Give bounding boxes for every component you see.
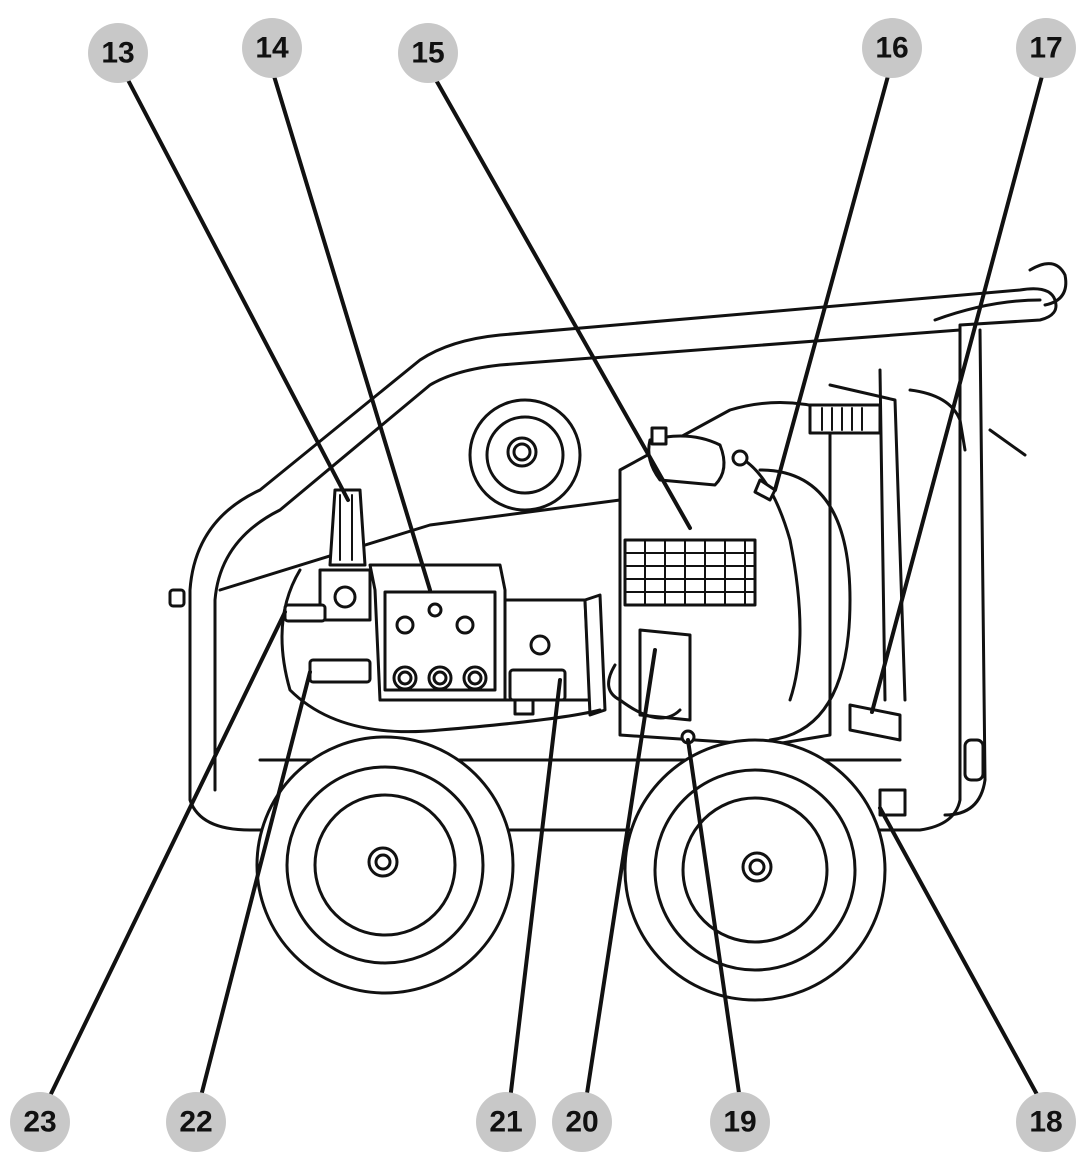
leader-21 — [508, 678, 562, 1102]
leader-14 — [272, 74, 432, 592]
callout-22-label: 22 — [179, 1106, 212, 1139]
leader-22 — [198, 670, 312, 1102]
hose-reel — [468, 398, 582, 512]
callout-20: 20 — [552, 1092, 612, 1152]
callout-13: 13 — [88, 23, 148, 83]
callout-23: 23 — [10, 1092, 70, 1152]
leader-15 — [434, 78, 692, 530]
callout-19-label: 19 — [723, 1106, 756, 1139]
boiler — [607, 401, 852, 747]
leader-18 — [878, 806, 1042, 1102]
callout-19: 19 — [710, 1092, 770, 1152]
callout-21-label: 21 — [489, 1106, 522, 1139]
callout-17-label: 17 — [1029, 32, 1062, 65]
pump-assembly — [280, 488, 607, 734]
leader-16 — [773, 74, 890, 492]
callout-16: 16 — [862, 18, 922, 78]
callout-15: 15 — [398, 23, 458, 83]
right-wheel — [623, 738, 887, 1002]
leader-lines — [46, 74, 1044, 1102]
leader-19 — [686, 738, 742, 1102]
callout-14-label: 14 — [255, 32, 289, 65]
leader-20 — [584, 648, 657, 1102]
frame — [168, 262, 1068, 832]
callout-18: 18 — [1016, 1092, 1076, 1152]
callout-18-label: 18 — [1029, 1106, 1062, 1139]
callout-20-label: 20 — [565, 1106, 598, 1139]
callout-13-label: 13 — [101, 37, 134, 70]
callout-14: 14 — [242, 18, 302, 78]
rear-tank — [808, 368, 1027, 817]
callout-23-label: 23 — [23, 1106, 56, 1139]
leader-17 — [870, 74, 1044, 714]
leader-13 — [126, 78, 350, 502]
callout-17: 17 — [1016, 18, 1076, 78]
callout-16-label: 16 — [875, 32, 908, 65]
callout-15-label: 15 — [411, 37, 444, 70]
callout-21: 21 — [476, 1092, 536, 1152]
leader-23 — [46, 610, 287, 1102]
callout-22: 22 — [166, 1092, 226, 1152]
left-wheel — [255, 735, 515, 995]
